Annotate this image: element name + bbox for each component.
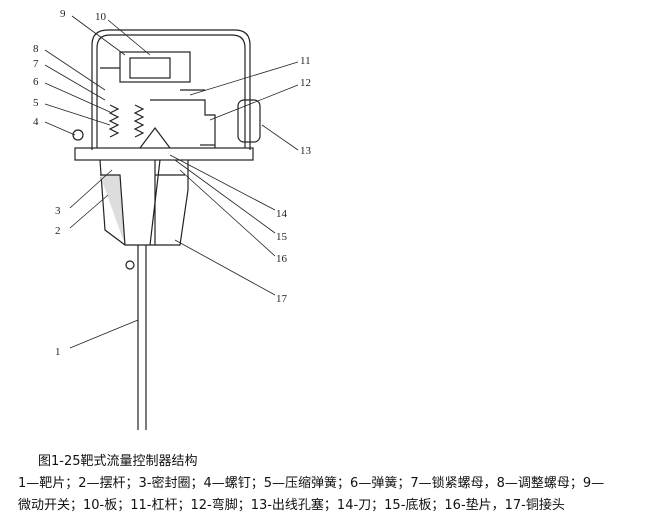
leader-lines <box>44 15 299 349</box>
target-rod <box>125 245 147 430</box>
label-10: 10 <box>95 11 107 23</box>
pivot-knife <box>139 127 171 149</box>
springs <box>108 104 145 138</box>
micro-switch <box>100 51 191 83</box>
label-6: 6 <box>33 76 39 88</box>
label-9: 9 <box>60 8 66 20</box>
figure-title: 图1-25靶式流量控制器结构 <box>38 454 198 469</box>
label-14: 14 <box>276 208 288 220</box>
flow-controller-diagram: 1 2 3 4 5 6 7 8 9 10 11 12 13 14 15 16 1… <box>33 8 312 430</box>
label-5: 5 <box>33 97 39 109</box>
lever <box>150 89 216 148</box>
label-17: 17 <box>276 293 288 305</box>
base-plate <box>74 147 254 161</box>
label-11: 11 <box>300 55 311 67</box>
caption-line-1: 1—靶片；2—摆杆；3-密封圈；4—螺钉；5—压缩弹簧；6—弹簧；7—锁紧螺母，… <box>18 476 605 491</box>
neck-housing <box>99 159 189 246</box>
label-7: 7 <box>33 58 39 70</box>
label-12: 12 <box>300 77 311 89</box>
label-13: 13 <box>300 145 312 157</box>
label-3: 3 <box>55 205 61 217</box>
label-2: 2 <box>55 225 61 237</box>
label-15: 15 <box>276 231 288 243</box>
label-1: 1 <box>55 346 61 358</box>
housing-cover <box>91 29 251 150</box>
label-8: 8 <box>33 43 39 55</box>
screw <box>72 129 84 141</box>
cable-plug <box>237 99 261 143</box>
label-4: 4 <box>33 116 39 128</box>
label-16: 16 <box>276 253 288 265</box>
caption-line-2: 微动开关；10-板；11-杠杆；12-弯脚；13-出线孔塞；14-刀；15-底板… <box>18 498 565 513</box>
